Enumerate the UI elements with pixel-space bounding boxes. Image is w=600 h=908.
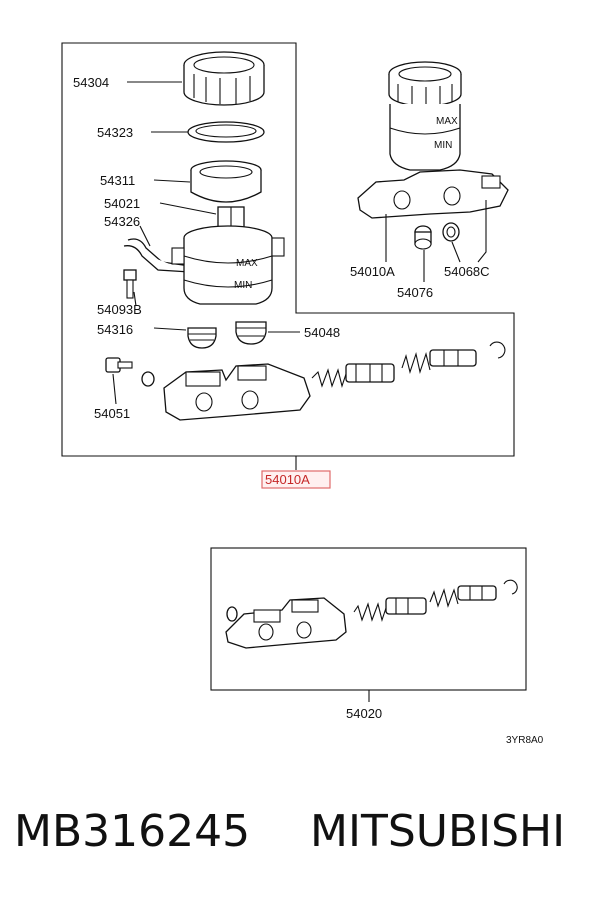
- nut-54076[interactable]: [414, 225, 432, 250]
- grommet-54048[interactable]: [235, 321, 267, 345]
- svg-text:MIN: MIN: [434, 140, 452, 151]
- callout-54068C: 54068C: [444, 264, 490, 279]
- assembled-cylinder-right[interactable]: MAX MIN: [357, 61, 509, 219]
- diagram-code: 3YR8A0: [506, 735, 544, 746]
- reservoir-body[interactable]: MAX MIN: [171, 225, 285, 305]
- master-cylinder-body-main[interactable]: [163, 363, 311, 421]
- svg-text:MAX: MAX: [436, 116, 458, 127]
- footer: MB316245 MITSUBISHI: [0, 806, 600, 876]
- hose-54326[interactable]: [123, 238, 191, 273]
- grommet-54316[interactable]: [187, 327, 217, 349]
- reservoir-cap-54304[interactable]: [183, 51, 265, 106]
- callout-54051: 54051: [94, 406, 130, 421]
- washer-54068C[interactable]: [442, 222, 460, 242]
- callout-54010A-main[interactable]: 54010A: [265, 472, 310, 487]
- callout-54326: 54326: [104, 214, 140, 229]
- piston-kit-lower[interactable]: [353, 579, 518, 622]
- callout-54020: 54020: [346, 706, 382, 721]
- callout-54323: 54323: [97, 125, 133, 140]
- strainer-54311[interactable]: [190, 160, 262, 203]
- svg-text:MIN: MIN: [234, 280, 252, 291]
- bolt-54093B[interactable]: [123, 269, 137, 299]
- svg-text:MAX: MAX: [236, 258, 258, 269]
- callout-54010A-right: 54010A: [350, 264, 395, 279]
- callout-54021: 54021: [104, 196, 140, 211]
- part-number: MB316245: [14, 806, 251, 857]
- callout-54311: 54311: [100, 173, 135, 188]
- brand-name: MITSUBISHI: [310, 806, 566, 857]
- callout-54048: 54048: [304, 325, 340, 340]
- piston-kit-main[interactable]: [311, 341, 506, 388]
- callout-54304: 54304: [73, 75, 109, 90]
- callout-54093B: 54093B: [97, 302, 142, 317]
- gasket-54323[interactable]: [187, 121, 265, 143]
- master-cylinder-body-kit[interactable]: [225, 597, 347, 649]
- highlight-box: [261, 470, 331, 489]
- callout-54316: 54316: [97, 322, 133, 337]
- stop-bolt-54051[interactable]: [105, 357, 155, 387]
- callout-54076: 54076: [397, 285, 433, 300]
- main-assembly-frame: [61, 42, 515, 457]
